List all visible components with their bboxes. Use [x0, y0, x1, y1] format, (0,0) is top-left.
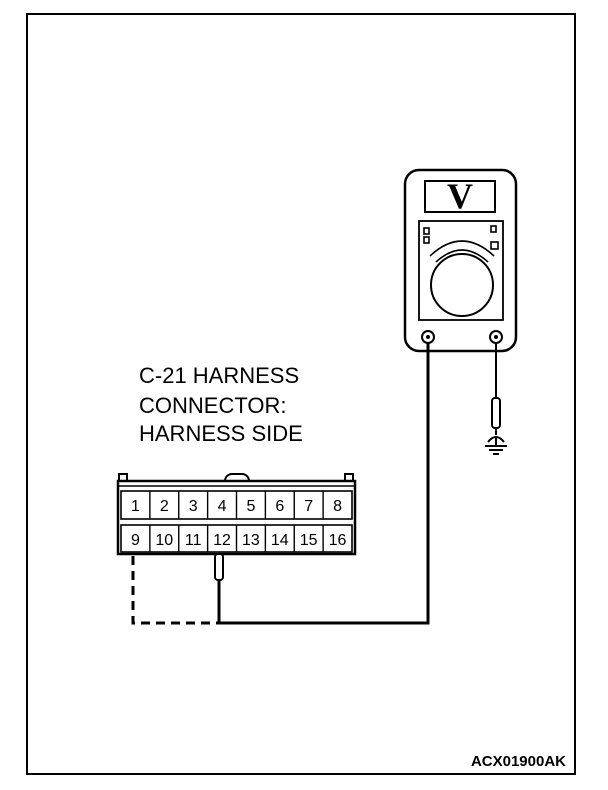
pin-label: 7: [304, 498, 313, 515]
connector-label-line: CONNECTOR:: [139, 393, 287, 418]
range-indicator-icon: [423, 227, 430, 235]
pin-label: 11: [185, 532, 202, 549]
pin-labels-top: 1 2 3 4 5 6 7 8: [131, 498, 342, 515]
diagram-frame: [26, 13, 576, 775]
voltmeter: V: [403, 168, 518, 353]
ground-probe: [485, 343, 507, 455]
range-indicator-icon: [490, 225, 497, 233]
connector-label-line: HARNESS SIDE: [139, 421, 303, 446]
connector-label: C-21 HARNESS CONNECTOR: HARNESS SIDE: [139, 363, 303, 446]
pin-label: 2: [160, 498, 169, 515]
pin-label: 16: [329, 532, 347, 549]
terminal-right-icon: [494, 335, 498, 339]
pin-label: 5: [246, 498, 255, 515]
pin-label: 12: [213, 532, 231, 549]
selector-dial-icon: [430, 253, 494, 317]
test-probe-tip-icon: [214, 553, 224, 581]
voltmeter-display-symbol: V: [447, 176, 473, 216]
pin-label: 9: [131, 532, 140, 549]
pin-label: 6: [275, 498, 284, 515]
pin-label: 14: [271, 532, 289, 549]
harness-connector: 1 2 3 4 5 6 7 8 9 10 11 12 13 14 15 16: [116, 473, 357, 556]
probe-tip-icon: [491, 397, 501, 429]
pin-label: 15: [300, 532, 318, 549]
voltmeter-display: [424, 180, 496, 213]
connector-label-line: C-21 HARNESS: [139, 363, 299, 388]
pin-label: 4: [218, 498, 227, 515]
terminal-left-icon: [426, 335, 430, 339]
figure-code: ACX01900AK: [471, 753, 566, 770]
pin-label: 1: [131, 498, 140, 515]
range-indicator-icon: [423, 236, 430, 244]
pin-label: 10: [155, 532, 173, 549]
ground-symbol-icon: [485, 436, 507, 455]
pin-dividers: [149, 491, 324, 552]
range-indicator-icon: [490, 241, 499, 250]
pin-label: 8: [333, 498, 342, 515]
dial-scale-arc: [429, 240, 495, 257]
pin-labels-bottom: 9 10 11 12 13 14 15 16: [131, 532, 347, 549]
meter-lead-wire: [219, 343, 430, 625]
dashed-jumper-wire: [131, 556, 219, 625]
pin-label: 3: [189, 498, 198, 515]
dial-scale-arc: [435, 249, 489, 263]
pin-label: 13: [242, 532, 260, 549]
